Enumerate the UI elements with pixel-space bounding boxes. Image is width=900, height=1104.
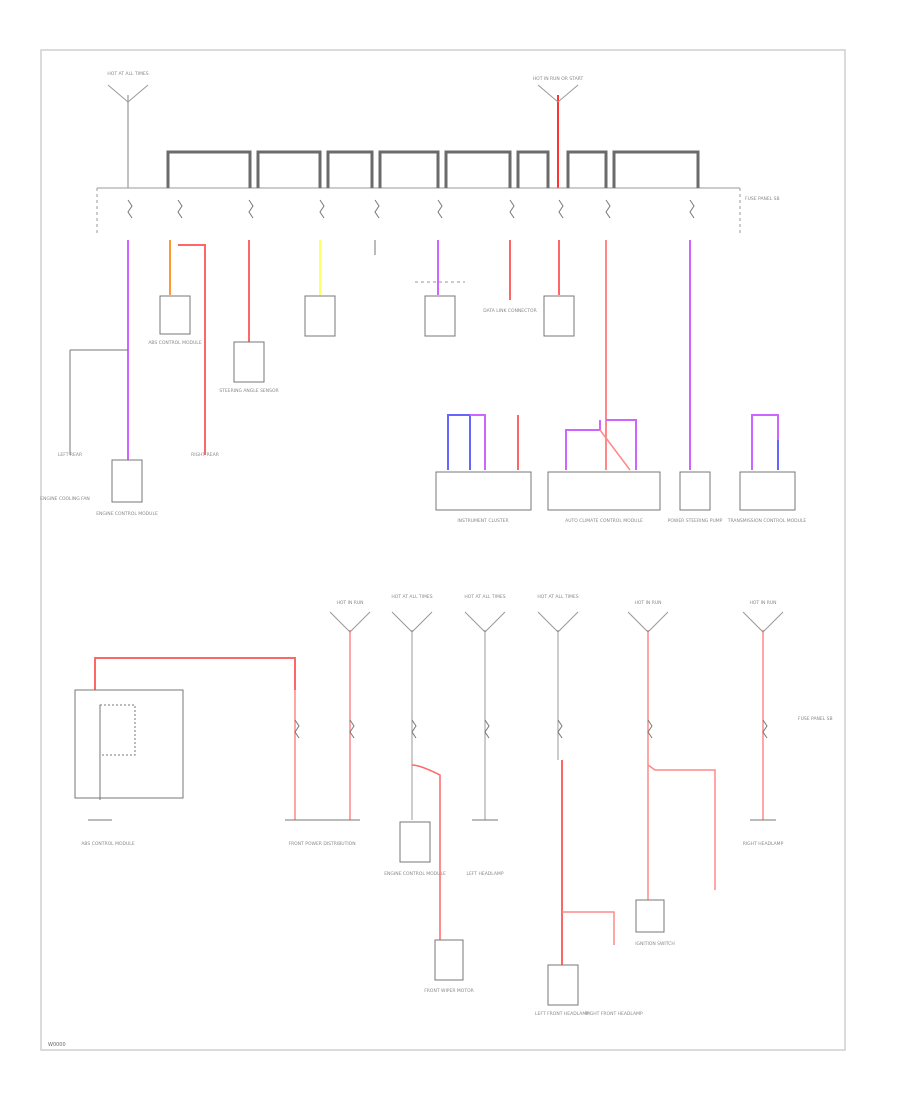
component-label-3: LEFT REAR [58, 452, 82, 458]
component-label-12: ABS CONTROL MODULE [81, 841, 134, 847]
source-label-1: HOT AT ALL TIMES [107, 71, 148, 77]
diagram-footer-id: W0000 [48, 1042, 66, 1048]
source-funnels [107, 84, 784, 633]
component-label-5: ABS CONTROL MODULE [148, 340, 201, 346]
source-label-3: HOT IN RUN [336, 600, 363, 606]
source-label-2: HOT IN RUN OR START [533, 76, 584, 82]
source-label-7: HOT IN RUN [634, 600, 661, 606]
component-label-2: ENGINE CONTROL MODULE [96, 511, 158, 517]
bottom-circuits [74, 630, 776, 1006]
top-circuit-drops [69, 240, 796, 511]
component-label-17: LEFT FRONT HEADLAMP [535, 1011, 589, 1017]
component-label-8: INSTRUMENT CLUSTER [457, 518, 508, 524]
source-label-4: HOT AT ALL TIMES [391, 594, 432, 600]
component-label-18: RIGHT FRONT HEADLAMP [585, 1011, 643, 1017]
source-label-6: HOT AT ALL TIMES [537, 594, 578, 600]
component-label-6: STEERING ANGLE SENSOR [219, 388, 278, 394]
component-label-11: TRANSMISSION CONTROL MODULE [727, 518, 807, 524]
component-label-15: LEFT HEADLAMP [466, 871, 503, 877]
component-label-1: ENGINE COOLING FAN [40, 496, 90, 502]
diagram-border [40, 49, 846, 1051]
component-label-7: DATA LINK CONNECTOR [483, 308, 536, 314]
component-label-4: RIGHT REAR [191, 452, 219, 458]
source-label-8: HOT IN RUN [749, 600, 776, 606]
component-label-16: IGNITION SWITCH [635, 941, 675, 947]
component-label-20: RIGHT HEADLAMP [743, 841, 784, 847]
component-label-13: FRONT POWER DISTRIBUTION [288, 841, 355, 847]
component-label-9: AUTO CLIMATE CONTROL MODULE [565, 518, 643, 524]
source-label-5: HOT AT ALL TIMES [464, 594, 505, 600]
top-fuse-bus [96, 95, 741, 235]
fuse-panel-label-top: FUSE PANEL SB [745, 196, 780, 202]
component-label-19: FRONT WIPER MOTOR [424, 988, 474, 994]
fuse-panel-label-bottom: FUSE PANEL SB [798, 716, 833, 722]
diagram-labels: HOT AT ALL TIMES HOT IN RUN OR START FUS… [40, 71, 832, 1048]
component-label-14: ENGINE CONTROL MODULE [384, 871, 446, 877]
component-label-10: POWER STEERING PUMP [668, 518, 723, 524]
